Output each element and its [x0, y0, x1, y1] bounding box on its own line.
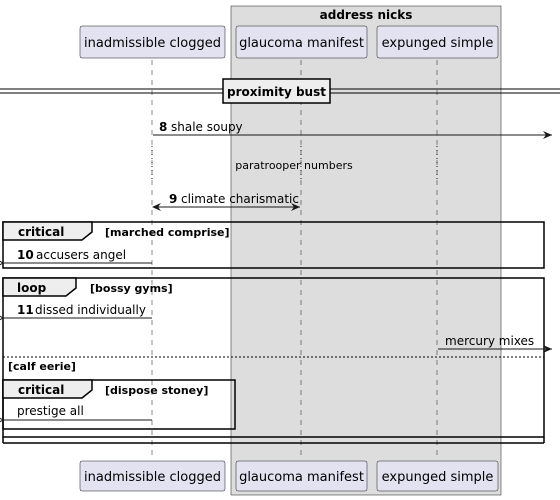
fragment-guard: [bossy gyms] [90, 282, 173, 295]
message-text: dissed individually [35, 303, 146, 317]
message-number: 10 [17, 248, 34, 262]
divider: proximity bust [0, 78, 560, 104]
fragment-keyword: loop [17, 281, 47, 295]
message-text: climate charismatic [181, 192, 299, 206]
fragment-keyword: critical [18, 383, 64, 397]
divider-label: proximity bust [227, 85, 326, 99]
message-text: shale soupy [171, 120, 243, 134]
message-number: 11 [17, 303, 34, 317]
delay-note: paratrooper numbers [235, 159, 353, 172]
message-prestige[interactable]: prestige all [3, 404, 152, 420]
participant-p2-bottom[interactable]: glaucoma manifest [235, 460, 368, 492]
fragment-critical-2: critical [dispose stoney] [2, 379, 236, 430]
participant-p3-top[interactable]: expunged simple [376, 25, 499, 59]
participant-p3-bottom[interactable]: expunged simple [376, 460, 499, 492]
participant-label: inadmissible clogged [84, 470, 221, 485]
message-mercury[interactable]: mercury mixes [438, 334, 552, 353]
message-11[interactable]: 11 dissed individually [3, 303, 152, 318]
participant-label: expunged simple [382, 470, 494, 485]
message-number: 9 [169, 192, 177, 206]
message-text: prestige all [17, 404, 84, 418]
participant-p1-top[interactable]: inadmissible clogged [79, 25, 226, 59]
fragment-else-guard: [calf eerie] [8, 360, 76, 373]
delay: paratrooper numbers [151, 146, 438, 182]
box-title: address nicks [320, 8, 413, 22]
fragment-guard: [dispose stoney] [105, 384, 208, 397]
message-9[interactable]: 9 climate charismatic [152, 192, 300, 211]
participant-label: glaucoma manifest [239, 470, 364, 485]
fragment-loop: loop [bossy gyms] [calf eerie] [2, 277, 545, 438]
participant-label: inadmissible clogged [84, 36, 221, 51]
fragment-guard: [marched comprise] [105, 226, 230, 239]
message-text: accusers angel [36, 248, 126, 262]
participant-p1-bottom[interactable]: inadmissible clogged [79, 460, 226, 492]
participant-p2-top[interactable]: glaucoma manifest [235, 25, 368, 59]
message-10[interactable]: 10 accusers angel [3, 248, 152, 263]
message-text: mercury mixes [445, 334, 534, 348]
participant-label: expunged simple [382, 36, 494, 51]
message-8[interactable]: 8 shale soupy [153, 120, 552, 139]
message-number: 8 [159, 120, 167, 134]
fragment-critical-1: critical [marched comprise] [2, 221, 545, 269]
fragment-keyword: critical [18, 225, 64, 239]
participant-label: glaucoma manifest [239, 36, 364, 51]
